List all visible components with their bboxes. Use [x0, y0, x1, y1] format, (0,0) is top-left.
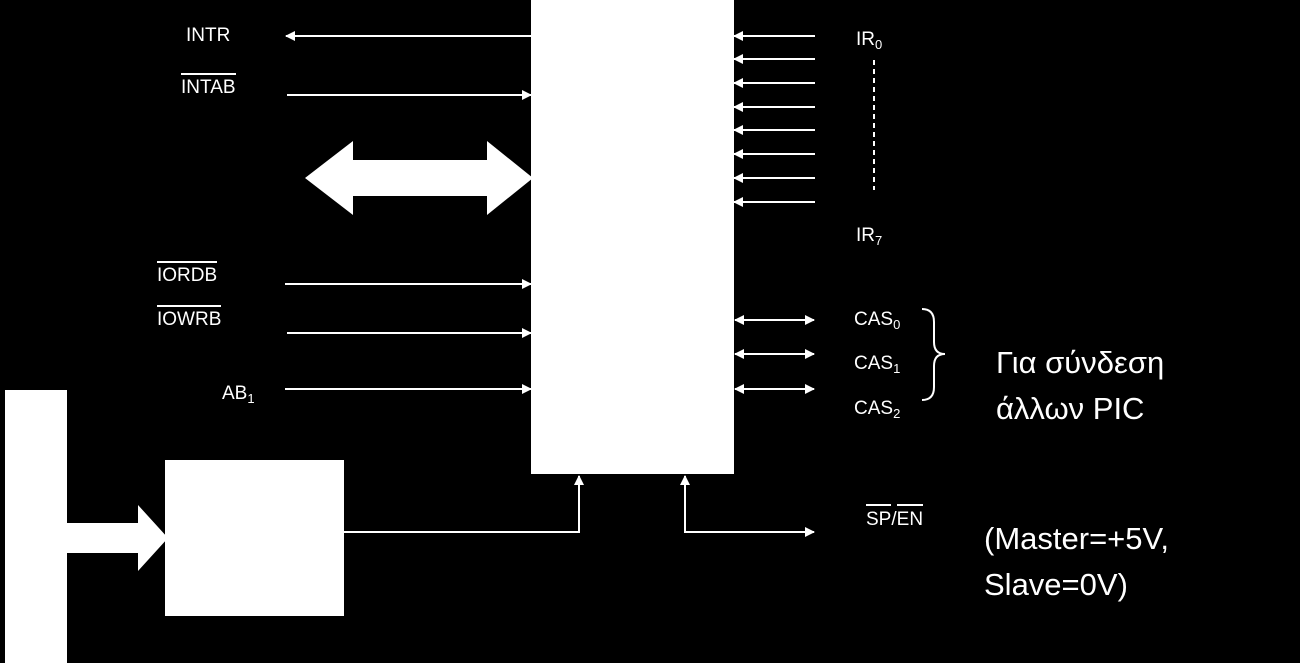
iowrb-label: IOWRB	[157, 305, 222, 329]
cas1-label: CAS1	[854, 353, 901, 376]
ab-text: AB	[222, 383, 248, 404]
cascade-note-line1: Για σύνδεση	[996, 345, 1165, 380]
sp-text: SP	[866, 504, 892, 530]
mode-note-line2: Slave=0V)	[984, 567, 1128, 602]
cas-text: CAS	[854, 353, 894, 374]
bus-to-buffer-arrow	[67, 505, 168, 571]
en-text: EN	[896, 504, 924, 530]
iordb-label: IORDB	[157, 261, 218, 285]
cas-brace	[921, 308, 946, 401]
ab1-label: AB1	[222, 383, 255, 406]
cas-text: CAS	[854, 398, 894, 419]
mode-note: (Master=+5V, Slave=0V)	[984, 516, 1169, 608]
cascade-note: Για σύνδεση άλλων PIC	[996, 340, 1164, 432]
pic-chip-block	[531, 0, 734, 474]
cas2-label: CAS2	[854, 398, 901, 421]
system-bus-bar	[5, 390, 67, 663]
cas-text: CAS	[854, 309, 894, 330]
ir7-label: IR7	[856, 225, 883, 248]
intab-label: INTAB	[181, 73, 236, 97]
buffer-block	[165, 460, 344, 616]
ir-text: IR	[856, 225, 875, 246]
sp-en-separator: /	[891, 509, 897, 530]
buffer-to-chip-line	[344, 475, 584, 533]
ir7-subscript: 7	[875, 233, 883, 248]
ir-input-lines	[733, 31, 815, 207]
cas0-subscript: 0	[893, 317, 901, 332]
ir0-subscript: 0	[875, 37, 883, 52]
ir-text: IR	[856, 29, 875, 50]
cas2-subscript: 2	[893, 406, 901, 421]
ir0-label: IR0	[856, 29, 883, 52]
intr-label: INTR	[186, 25, 231, 46]
cas1-subscript: 1	[893, 361, 901, 376]
sp-en-line	[680, 475, 815, 537]
cascade-note-line2: άλλων PIC	[996, 391, 1145, 426]
data-bus-double-arrow	[305, 141, 533, 215]
sp-en-label: SP/EN	[866, 504, 924, 530]
cas0-label: CAS0	[854, 309, 901, 332]
mode-note-line1: (Master=+5V,	[984, 521, 1169, 556]
ab-subscript: 1	[247, 391, 255, 406]
